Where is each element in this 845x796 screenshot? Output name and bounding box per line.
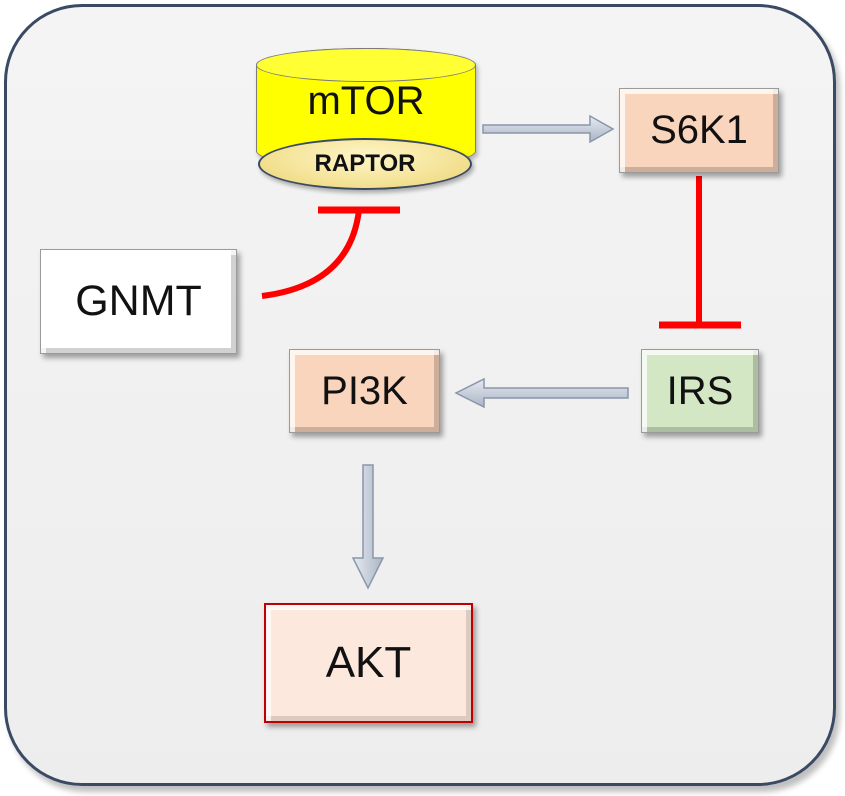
raptor-node: RAPTOR bbox=[258, 138, 472, 190]
mtor-raptor-complex: mTOR RAPTOR bbox=[256, 48, 476, 198]
akt-node: AKT bbox=[264, 603, 473, 723]
s6k1-node: S6K1 bbox=[619, 88, 779, 173]
irs-node: IRS bbox=[641, 349, 759, 433]
gnmt-node: GNMT bbox=[40, 249, 237, 354]
mtor-label: mTOR bbox=[307, 78, 425, 123]
pi3k-node: PI3K bbox=[289, 349, 440, 433]
mtor-cylinder-top bbox=[256, 48, 476, 82]
